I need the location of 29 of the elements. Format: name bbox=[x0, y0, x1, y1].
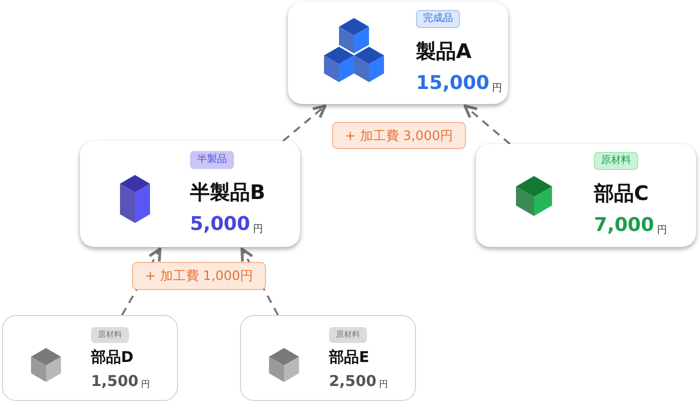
processing-cost-label: + 加工費 3,000円 bbox=[332, 122, 466, 149]
currency-unit: 円 bbox=[253, 223, 263, 236]
category-tag: 完成品 bbox=[416, 10, 460, 28]
product-name: 製品A bbox=[416, 38, 472, 65]
category-tag: 原材料 bbox=[329, 327, 367, 343]
currency-unit: 円 bbox=[492, 82, 502, 95]
currency-unit: 円 bbox=[379, 379, 388, 391]
product-card bbox=[288, 2, 508, 104]
product-card bbox=[80, 141, 300, 247]
product-name: 部品C bbox=[594, 180, 649, 207]
price: 2,500 bbox=[329, 372, 376, 390]
connector bbox=[282, 104, 326, 142]
price: 5,000 bbox=[190, 213, 250, 235]
price: 7,000 bbox=[594, 214, 654, 236]
product-name: 部品E bbox=[329, 348, 370, 367]
product-card bbox=[2, 315, 178, 401]
product-card bbox=[476, 144, 696, 247]
currency-unit: 円 bbox=[657, 224, 667, 237]
category-tag: 半製品 bbox=[190, 151, 234, 169]
price: 15,000 bbox=[416, 72, 490, 94]
processing-cost-label: + 加工費 1,000円 bbox=[132, 262, 266, 290]
connector bbox=[464, 104, 511, 145]
category-tag: 原材料 bbox=[91, 327, 129, 343]
product-card bbox=[240, 315, 416, 401]
product-name: 半製品B bbox=[190, 179, 266, 206]
product-name: 部品D bbox=[91, 348, 134, 367]
price: 1,500 bbox=[91, 372, 138, 390]
category-tag: 原材料 bbox=[594, 152, 638, 170]
currency-unit: 円 bbox=[141, 379, 150, 391]
